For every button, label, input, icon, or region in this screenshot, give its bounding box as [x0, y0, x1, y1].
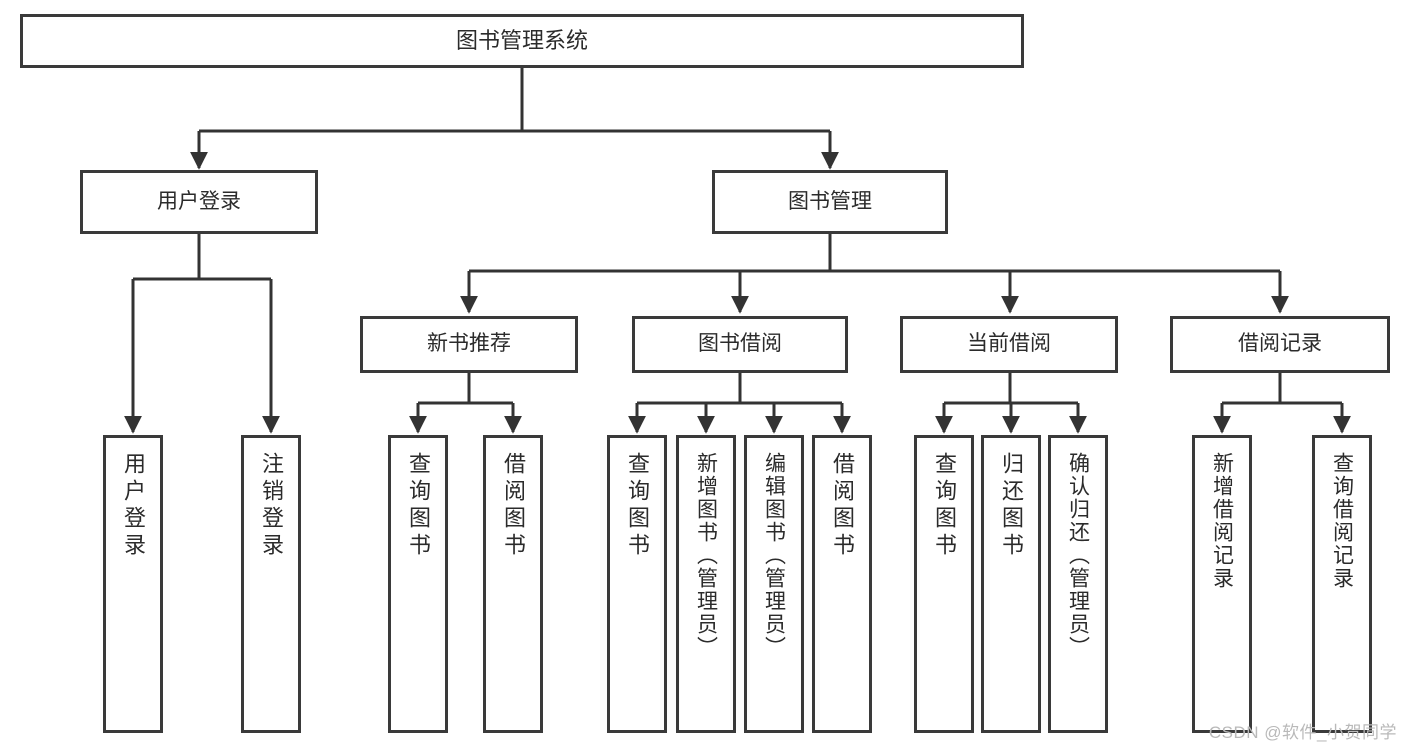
- node-root[interactable]: 图书管理系统: [20, 14, 1024, 68]
- leaf-borrow-edit-book-admin[interactable]: 编辑图书（管理员）: [744, 435, 804, 733]
- node-book-management[interactable]: 图书管理: [712, 170, 948, 234]
- leaf-borrow-query[interactable]: 查询图书: [607, 435, 667, 733]
- leaf-new-book-borrow[interactable]: 借阅图书: [483, 435, 543, 733]
- node-book-management-label: 图书管理: [788, 189, 872, 213]
- leaf-label: 查询图书: [406, 452, 431, 560]
- node-borrow-record[interactable]: 借阅记录: [1170, 316, 1390, 373]
- watermark: CSDN @软件_小贺同学: [1208, 723, 1397, 742]
- node-user-login-label: 用户登录: [157, 189, 241, 213]
- leaf-current-query[interactable]: 查询图书: [914, 435, 974, 733]
- leaf-label: 注销登录: [259, 452, 284, 560]
- node-root-label: 图书管理系统: [455, 28, 588, 54]
- leaf-label: 新增借阅记录: [1210, 452, 1234, 590]
- node-book-borrow[interactable]: 图书借阅: [632, 316, 848, 373]
- leaf-label: 用户登录: [121, 452, 146, 560]
- leaf-current-confirm-return-admin[interactable]: 确认归还（管理员）: [1048, 435, 1108, 733]
- leaf-new-book-query[interactable]: 查询图书: [388, 435, 448, 733]
- leaf-current-return[interactable]: 归还图书: [981, 435, 1041, 733]
- leaf-record-query[interactable]: 查询借阅记录: [1312, 435, 1372, 733]
- leaf-borrow-add-book-admin[interactable]: 新增图书（管理员）: [676, 435, 736, 733]
- leaf-label: 查询借阅记录: [1330, 452, 1354, 590]
- leaf-user-login-logout[interactable]: 注销登录: [241, 435, 301, 733]
- leaf-label: 借阅图书: [501, 452, 526, 560]
- leaf-record-add[interactable]: 新增借阅记录: [1192, 435, 1252, 733]
- node-book-borrow-label: 图书借阅: [698, 332, 782, 356]
- leaf-borrow-borrow-book[interactable]: 借阅图书: [812, 435, 872, 733]
- leaf-label: 查询图书: [625, 452, 650, 560]
- node-new-book-recommend[interactable]: 新书推荐: [360, 316, 578, 373]
- node-user-login[interactable]: 用户登录: [80, 170, 318, 234]
- node-current-borrow-label: 当前借阅: [967, 332, 1051, 356]
- leaf-label: 新增图书（管理员）: [694, 452, 718, 659]
- leaf-label: 确认归还（管理员）: [1066, 452, 1090, 659]
- node-borrow-record-label: 借阅记录: [1238, 332, 1322, 356]
- leaf-label: 归还图书: [999, 452, 1024, 560]
- node-new-book-recommend-label: 新书推荐: [427, 332, 511, 356]
- leaf-label: 借阅图书: [830, 452, 855, 560]
- node-current-borrow[interactable]: 当前借阅: [900, 316, 1118, 373]
- leaf-label: 查询图书: [932, 452, 957, 560]
- leaf-label: 编辑图书（管理员）: [762, 452, 786, 659]
- leaf-user-login-login[interactable]: 用户登录: [103, 435, 163, 733]
